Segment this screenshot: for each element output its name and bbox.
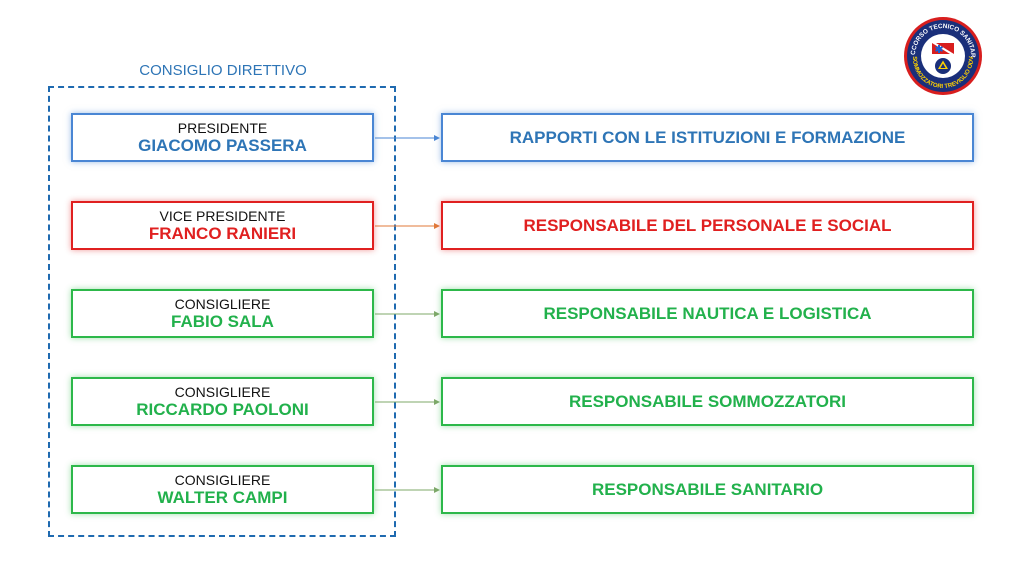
- member-name: FABIO SALA: [171, 311, 274, 331]
- member-role: CONSIGLIERE: [174, 383, 271, 400]
- member-name: FRANCO RANIERI: [148, 223, 297, 243]
- member-name: WALTER CAMPI: [157, 487, 288, 507]
- group-frame: [48, 86, 396, 537]
- responsibility-box-councillor-1: RESPONSABILE NAUTICA E LOGISTICA: [441, 289, 974, 338]
- responsibility-box-councillor-2: RESPONSABILE SOMMOZZATORI: [441, 377, 974, 426]
- member-box-councillor-2: CONSIGLIERE RICCARDO PAOLONI: [71, 377, 374, 426]
- member-box-vice-president: VICE PRESIDENTE FRANCO RANIERI: [71, 201, 374, 250]
- member-role: CONSIGLIERE: [174, 471, 271, 488]
- member-role: PRESIDENTE: [177, 119, 268, 136]
- responsibility-box-councillor-3: RESPONSABILE SANITARIO: [441, 465, 974, 514]
- member-role: VICE PRESIDENTE: [159, 207, 286, 224]
- member-box-councillor-1: CONSIGLIERE FABIO SALA: [71, 289, 374, 338]
- group-title: CONSIGLIO DIRETTIVO: [139, 62, 307, 79]
- member-role: CONSIGLIERE: [174, 295, 271, 312]
- member-box-president: PRESIDENTE GIACOMO PASSERA: [71, 113, 374, 162]
- member-box-councillor-3: CONSIGLIERE WALTER CAMPI: [71, 465, 374, 514]
- member-name: GIACOMO PASSERA: [138, 135, 307, 155]
- association-logo: SOCCORSO TECNICO SANITARIO SOMMOZZATORI …: [903, 16, 982, 95]
- responsibility-box-vice-president: RESPONSABILE DEL PERSONALE E SOCIAL: [441, 201, 974, 250]
- member-name: RICCARDO PAOLONI: [136, 399, 309, 419]
- responsibility-box-president: RAPPORTI CON LE ISTITUZIONI E FORMAZIONE: [441, 113, 974, 162]
